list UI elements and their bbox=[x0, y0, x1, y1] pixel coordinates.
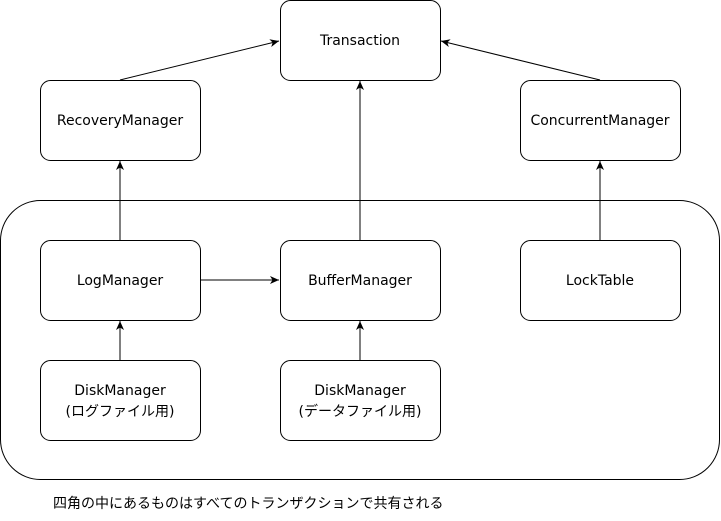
node-disk-manager-log-label-line1: DiskManager bbox=[74, 383, 166, 399]
node-buffer-manager: BufferManager bbox=[280, 240, 441, 321]
node-log-manager: LogManager bbox=[40, 240, 201, 321]
node-log-manager-label: LogManager bbox=[77, 273, 164, 289]
node-lock-table: LockTable bbox=[520, 240, 681, 321]
node-disk-manager-data: DiskManager (データファイル用) bbox=[280, 360, 441, 441]
edge-concurrent-to-transaction bbox=[440, 39, 601, 81]
node-transaction: Transaction bbox=[280, 0, 441, 81]
node-lock-table-label: LockTable bbox=[566, 273, 634, 289]
node-disk-manager-data-label-line1: DiskManager bbox=[314, 383, 406, 399]
node-recovery-manager: RecoveryManager bbox=[40, 80, 201, 161]
diagram-caption: 四角の中にあるものはすべてのトランザクションで共有される bbox=[53, 496, 443, 512]
node-concurrent-manager-label: ConcurrentManager bbox=[530, 113, 669, 129]
node-buffer-manager-label: BufferManager bbox=[308, 273, 412, 289]
node-concurrent-manager: ConcurrentManager bbox=[520, 80, 681, 161]
node-disk-manager-data-label-line2: (データファイル用) bbox=[299, 403, 422, 420]
edge-recovery-to-transaction bbox=[119, 39, 280, 81]
node-transaction-label: Transaction bbox=[319, 33, 400, 49]
node-recovery-manager-label: RecoveryManager bbox=[57, 113, 184, 129]
node-disk-manager-log: DiskManager (ログファイル用) bbox=[40, 360, 201, 441]
node-disk-manager-log-label-line2: (ログファイル用) bbox=[66, 404, 175, 420]
